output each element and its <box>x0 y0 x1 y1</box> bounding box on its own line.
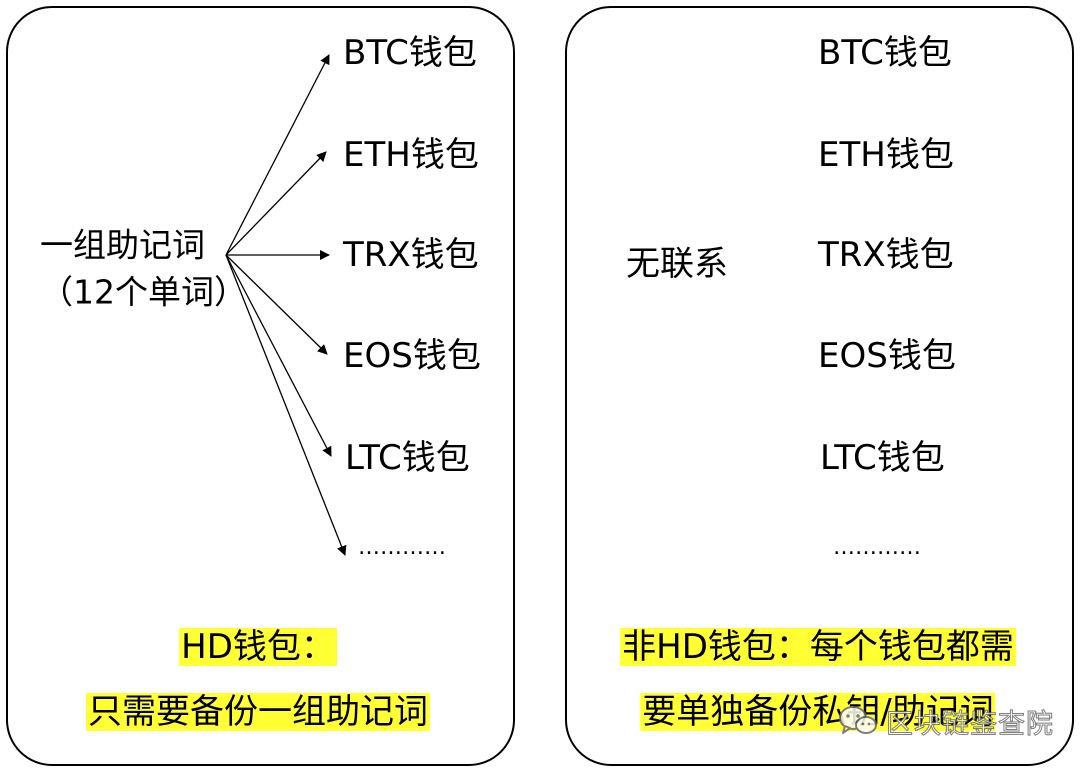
right-wallet-more: ………… <box>833 535 921 560</box>
wechat-icon <box>839 706 877 734</box>
hd-wallet-description: 只需要备份一组助记词 <box>86 692 430 732</box>
right-wallet-eos: EOS钱包 <box>818 336 956 376</box>
non-hd-wallet-title: 非HD钱包：每个钱包都需 <box>620 627 1016 667</box>
right-wallet-btc: BTC钱包 <box>818 33 952 73</box>
non-hd-wallet-description: 要单独备份私钥/助记词 <box>640 692 996 732</box>
right-wallet-ltc: LTC钱包 <box>820 438 945 478</box>
left-wallet-trx: TRX钱包 <box>343 235 479 275</box>
watermark: 区块链鉴查院 <box>838 697 1058 745</box>
right-wallet-eth: ETH钱包 <box>818 135 954 175</box>
left-wallet-ltc: LTC钱包 <box>345 438 470 478</box>
mnemonic-label: 一组助记词 <box>40 225 205 265</box>
left-wallet-eth: ETH钱包 <box>343 135 479 175</box>
left-wallet-eos: EOS钱包 <box>343 336 481 376</box>
watermark-text: 区块链鉴查院 <box>886 708 1054 740</box>
mnemonic-word-count: （12个单词） <box>40 272 247 312</box>
right-wallet-trx: TRX钱包 <box>818 235 954 275</box>
no-relation-label: 无联系 <box>626 244 728 284</box>
left-wallet-btc: BTC钱包 <box>343 33 477 73</box>
hd-wallet-title: HD钱包： <box>179 627 337 667</box>
left-wallet-more: ………… <box>358 535 446 560</box>
